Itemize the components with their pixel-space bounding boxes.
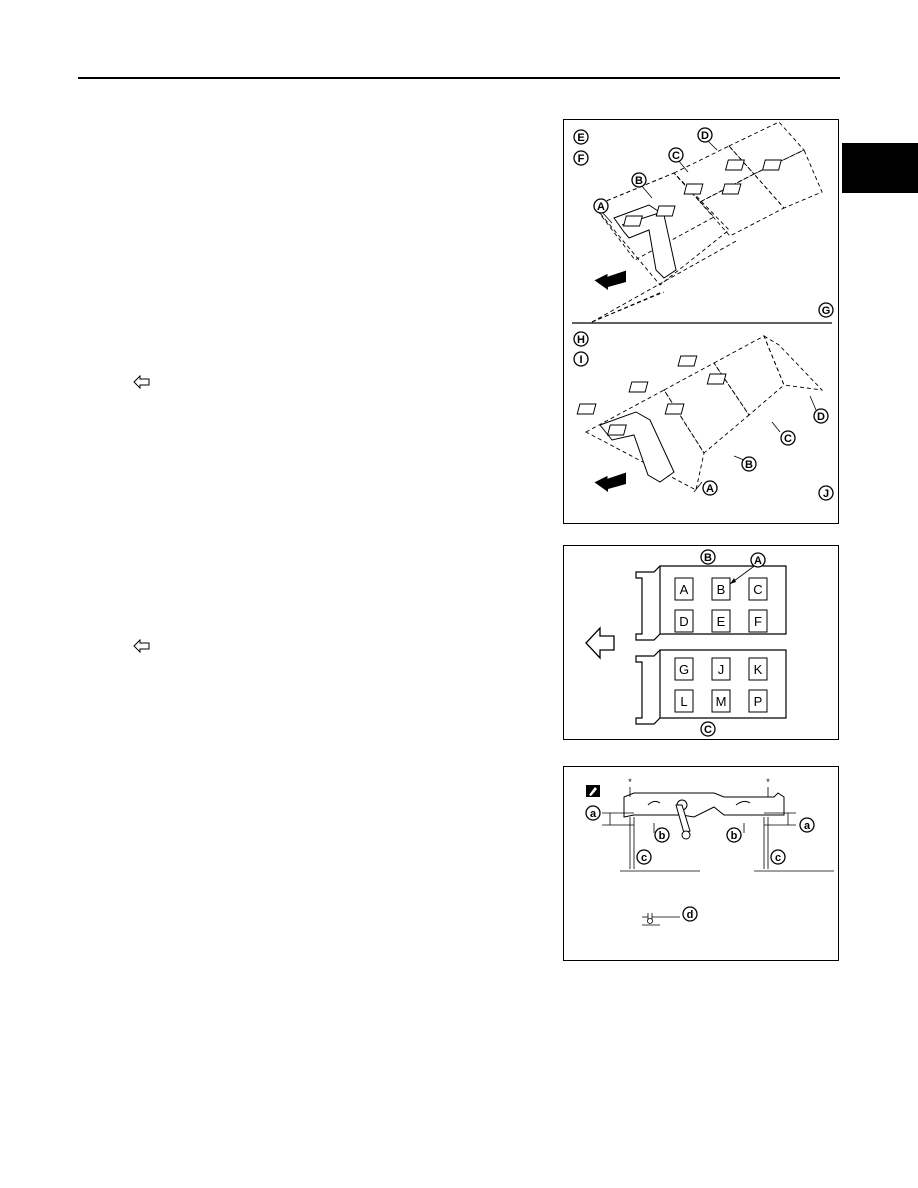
callout-j: J bbox=[818, 485, 834, 501]
bracket-slot bbox=[674, 657, 694, 681]
sealant-application-diagram: * * bbox=[563, 766, 839, 961]
callout-e: E bbox=[573, 129, 589, 145]
sealant-icon bbox=[586, 785, 600, 797]
svg-text:A: A bbox=[597, 201, 605, 213]
callout-g: G bbox=[818, 302, 834, 318]
callout-d: d bbox=[682, 906, 698, 922]
bracket-slot-letter: P bbox=[754, 694, 763, 709]
asterisk-left: * bbox=[628, 777, 632, 787]
callout-row-a-top: A bbox=[593, 198, 613, 224]
svg-text:C: C bbox=[704, 724, 712, 736]
svg-text:C: C bbox=[784, 433, 792, 445]
callout-row-c-top: C bbox=[668, 147, 689, 173]
bracket-slot bbox=[748, 689, 768, 713]
section-tab bbox=[842, 143, 918, 193]
svg-text:D: D bbox=[701, 130, 709, 142]
svg-text:d: d bbox=[687, 909, 694, 921]
svg-text:A: A bbox=[706, 483, 714, 495]
callout-row-c-bottom: C bbox=[771, 421, 796, 446]
bracket-slot-letter: M bbox=[716, 694, 727, 709]
callout-a: A bbox=[729, 552, 766, 585]
callout-b-left: b bbox=[654, 827, 670, 843]
header-rule bbox=[78, 77, 840, 79]
bracket-position-diagram: A B C D E F G J K L M P B A C bbox=[563, 545, 839, 740]
bracket-slot-letter: K bbox=[754, 662, 763, 677]
asterisk-right: * bbox=[766, 777, 770, 787]
camshaft-bracket-figure: E F bbox=[563, 119, 839, 524]
bracket-slot-letter: B bbox=[717, 582, 726, 597]
front-arrow-icon bbox=[133, 639, 150, 653]
bracket-slot-letter: A bbox=[680, 582, 689, 597]
bead-section-icon bbox=[647, 918, 653, 924]
svg-text:a: a bbox=[804, 820, 811, 832]
svg-text:D: D bbox=[817, 411, 825, 423]
svg-text:J: J bbox=[823, 488, 829, 500]
bracket-slot bbox=[711, 609, 731, 633]
svg-text:B: B bbox=[635, 175, 643, 187]
callout-row-d-bottom: D bbox=[809, 395, 829, 424]
bracket-slot-letter: C bbox=[753, 582, 762, 597]
bracket-tray-outline-bottom bbox=[585, 334, 824, 491]
svg-text:G: G bbox=[822, 305, 831, 317]
bracket-tray-outline bbox=[591, 239, 739, 323]
bracket-slot-letter: J bbox=[718, 662, 725, 677]
svg-text:c: c bbox=[775, 852, 781, 864]
svg-text:B: B bbox=[745, 459, 753, 471]
bracket-slot bbox=[674, 689, 694, 713]
svg-text:b: b bbox=[659, 830, 666, 842]
bracket-slot-letter: L bbox=[680, 694, 687, 709]
callout-f: F bbox=[573, 150, 589, 166]
bracket-slot bbox=[748, 609, 768, 633]
svg-text:A: A bbox=[754, 555, 762, 567]
callout-c-right: c bbox=[770, 849, 786, 865]
callout-row-a-bottom: A bbox=[693, 480, 718, 496]
callout-c-left: c bbox=[636, 849, 652, 865]
svg-text:E: E bbox=[577, 132, 584, 144]
bracket-slot bbox=[711, 689, 731, 713]
cylinder-head-silhouette bbox=[623, 792, 785, 840]
front-arrow-icon bbox=[585, 626, 615, 660]
bracket-parts-top bbox=[613, 159, 782, 279]
svg-text:c: c bbox=[641, 852, 647, 864]
svg-text:H: H bbox=[577, 334, 585, 346]
callout-c: C bbox=[700, 721, 716, 737]
bracket-slot bbox=[711, 577, 731, 601]
bracket-slot-letter: F bbox=[754, 614, 762, 629]
callout-h: H bbox=[573, 331, 589, 347]
front-arrow-icon bbox=[133, 375, 150, 389]
callout-b: B bbox=[700, 549, 716, 565]
bracket-slot bbox=[674, 577, 694, 601]
svg-text:I: I bbox=[579, 354, 582, 366]
bracket-slot bbox=[674, 609, 694, 633]
callout-row-b-top: B bbox=[631, 172, 653, 199]
front-direction-icon bbox=[593, 471, 627, 492]
bracket-slot-letter: D bbox=[679, 614, 688, 629]
bracket-slot bbox=[711, 657, 731, 681]
callout-a-right: a bbox=[799, 817, 815, 833]
callout-a-left: a bbox=[585, 805, 601, 821]
bracket-slot-letter: E bbox=[717, 614, 726, 629]
front-direction-icon bbox=[593, 269, 627, 290]
callout-row-d-top: D bbox=[697, 127, 718, 151]
bracket-parts-bottom bbox=[576, 355, 727, 483]
bracket-slot bbox=[748, 577, 768, 601]
svg-text:F: F bbox=[578, 153, 585, 165]
callout-b-right: b bbox=[726, 827, 742, 843]
callout-row-b-bottom: B bbox=[733, 455, 757, 472]
callout-i: I bbox=[573, 351, 589, 367]
svg-text:a: a bbox=[590, 808, 597, 820]
svg-text:B: B bbox=[704, 552, 712, 564]
svg-text:b: b bbox=[731, 830, 738, 842]
bracket-slot-letter: G bbox=[679, 662, 689, 677]
bracket-slot bbox=[748, 657, 768, 681]
svg-text:C: C bbox=[672, 150, 680, 162]
dimension-lines bbox=[602, 787, 834, 926]
